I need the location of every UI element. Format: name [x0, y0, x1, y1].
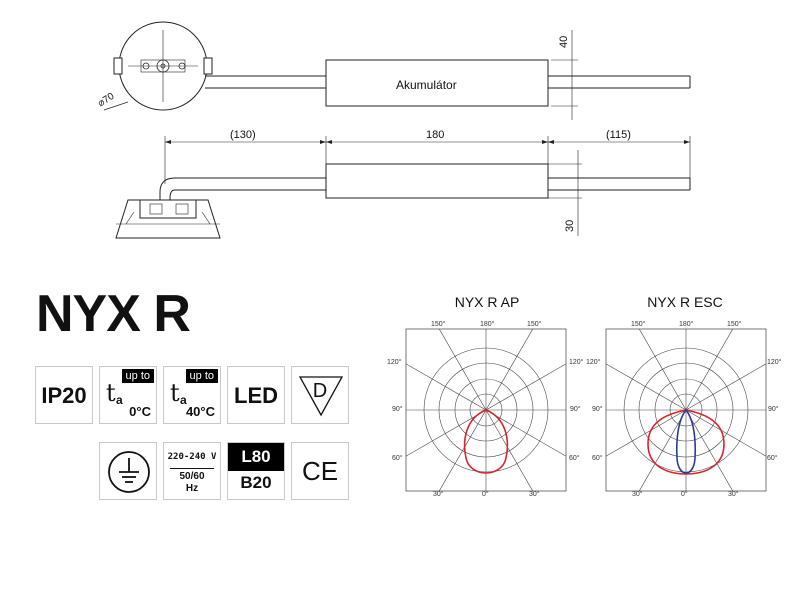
polar-left-label-60-left: 60° [392, 455, 403, 462]
polar-left-label-60-right: 60° [569, 455, 580, 462]
polar-right-label-180: 180° [679, 321, 694, 328]
frequency-text: 50/60 [179, 471, 205, 482]
polar-right-title: NYX R ESC [647, 294, 723, 310]
polar-right-label-60-left: 60° [592, 455, 603, 462]
voltage-divider [170, 468, 214, 469]
hz-text: Hz [185, 483, 199, 494]
polar-esc-blue-curve [675, 408, 697, 474]
top-accumulator [325, 30, 691, 120]
ta-subscript: a [180, 393, 187, 407]
polar-diagram-ap [405, 328, 567, 492]
polar-left-label-90-right: 90° [570, 406, 581, 413]
polar-left-title: NYX R AP [454, 294, 520, 310]
voltage-text: 220-240 V [167, 452, 217, 462]
driver-symbol-badge: D [291, 366, 349, 424]
product-title: NYX R [36, 285, 191, 343]
accumulator-box [325, 59, 549, 107]
polar-left-label-30-left: 30° [433, 491, 444, 498]
polar-right-label-30-left: 30° [632, 491, 643, 498]
top-view [103, 21, 326, 111]
ta-symbol: t [106, 379, 116, 407]
polar-left-label-150-right: 150° [527, 321, 542, 328]
voltage-badge: 220-240 V 50/60 Hz [163, 442, 221, 500]
polar-right-label-30-right: 30° [728, 491, 739, 498]
polar-right-label-0: 0° [681, 491, 688, 498]
polar-right-label-60-right: 60° [767, 455, 778, 462]
ambient-temp-min-badge: up to t a 0°C [99, 366, 157, 424]
dimension-130-value: 130 [233, 129, 253, 141]
inverted-triangle-icon [298, 376, 344, 417]
polar-left-label-30-right: 30° [529, 491, 540, 498]
up-to-tag: up to [121, 369, 154, 383]
up-to-tag: up to [185, 369, 218, 383]
polar-right-label-150-right: 150° [727, 321, 742, 328]
polar-left-label-120-right: 120° [569, 359, 584, 366]
led-badge: LED [227, 366, 285, 424]
temp-min-value: 0°C [129, 404, 151, 419]
ce-badge: CE [291, 442, 349, 500]
ta-subscript: a [116, 393, 123, 407]
ta-symbol: t [170, 379, 180, 407]
polar-right-label-90-left: 90° [592, 406, 603, 413]
polar-ap-red-curve [463, 409, 509, 474]
polar-left-label-150-left: 150° [431, 321, 446, 328]
polar-right-label-90-right: 90° [768, 406, 779, 413]
protective-earth-icon [108, 451, 150, 493]
dimension-115-value: 115 [609, 129, 628, 141]
dimension-115: (115) [606, 129, 631, 141]
polar-right-label-120-right: 120° [767, 359, 782, 366]
polar-right-label-150-left: 150° [631, 321, 646, 328]
ce-text: CE [301, 456, 339, 486]
driver-letter: D [312, 380, 328, 402]
side-view [115, 136, 691, 239]
polar-left-label-0: 0° [482, 491, 489, 498]
polar-esc-red-curve [647, 409, 725, 475]
accumulator-label: Akumulátor [396, 78, 457, 92]
polar-diagram-esc [605, 328, 767, 492]
l80-text: L80 [228, 443, 284, 471]
temp-max-value: 40°C [185, 404, 215, 419]
dimension-130: (130) [230, 129, 256, 141]
led-text: LED [234, 383, 278, 408]
b20-text: B20 [240, 473, 272, 492]
dimension-180: 180 [426, 129, 445, 141]
ip-rating-text: IP20 [41, 383, 87, 408]
polar-left-label-120-left: 120° [387, 359, 402, 366]
polar-left-label-90-left: 90° [392, 406, 403, 413]
lifetime-badge: L80 B20 [227, 442, 285, 500]
earth-class-badge [99, 442, 157, 500]
ambient-temp-max-badge: up to t a 40°C [163, 366, 221, 424]
ip-rating-badge: IP20 [35, 366, 93, 424]
polar-right-label-120-left: 120° [586, 359, 601, 366]
polar-left-label-180: 180° [480, 321, 495, 328]
